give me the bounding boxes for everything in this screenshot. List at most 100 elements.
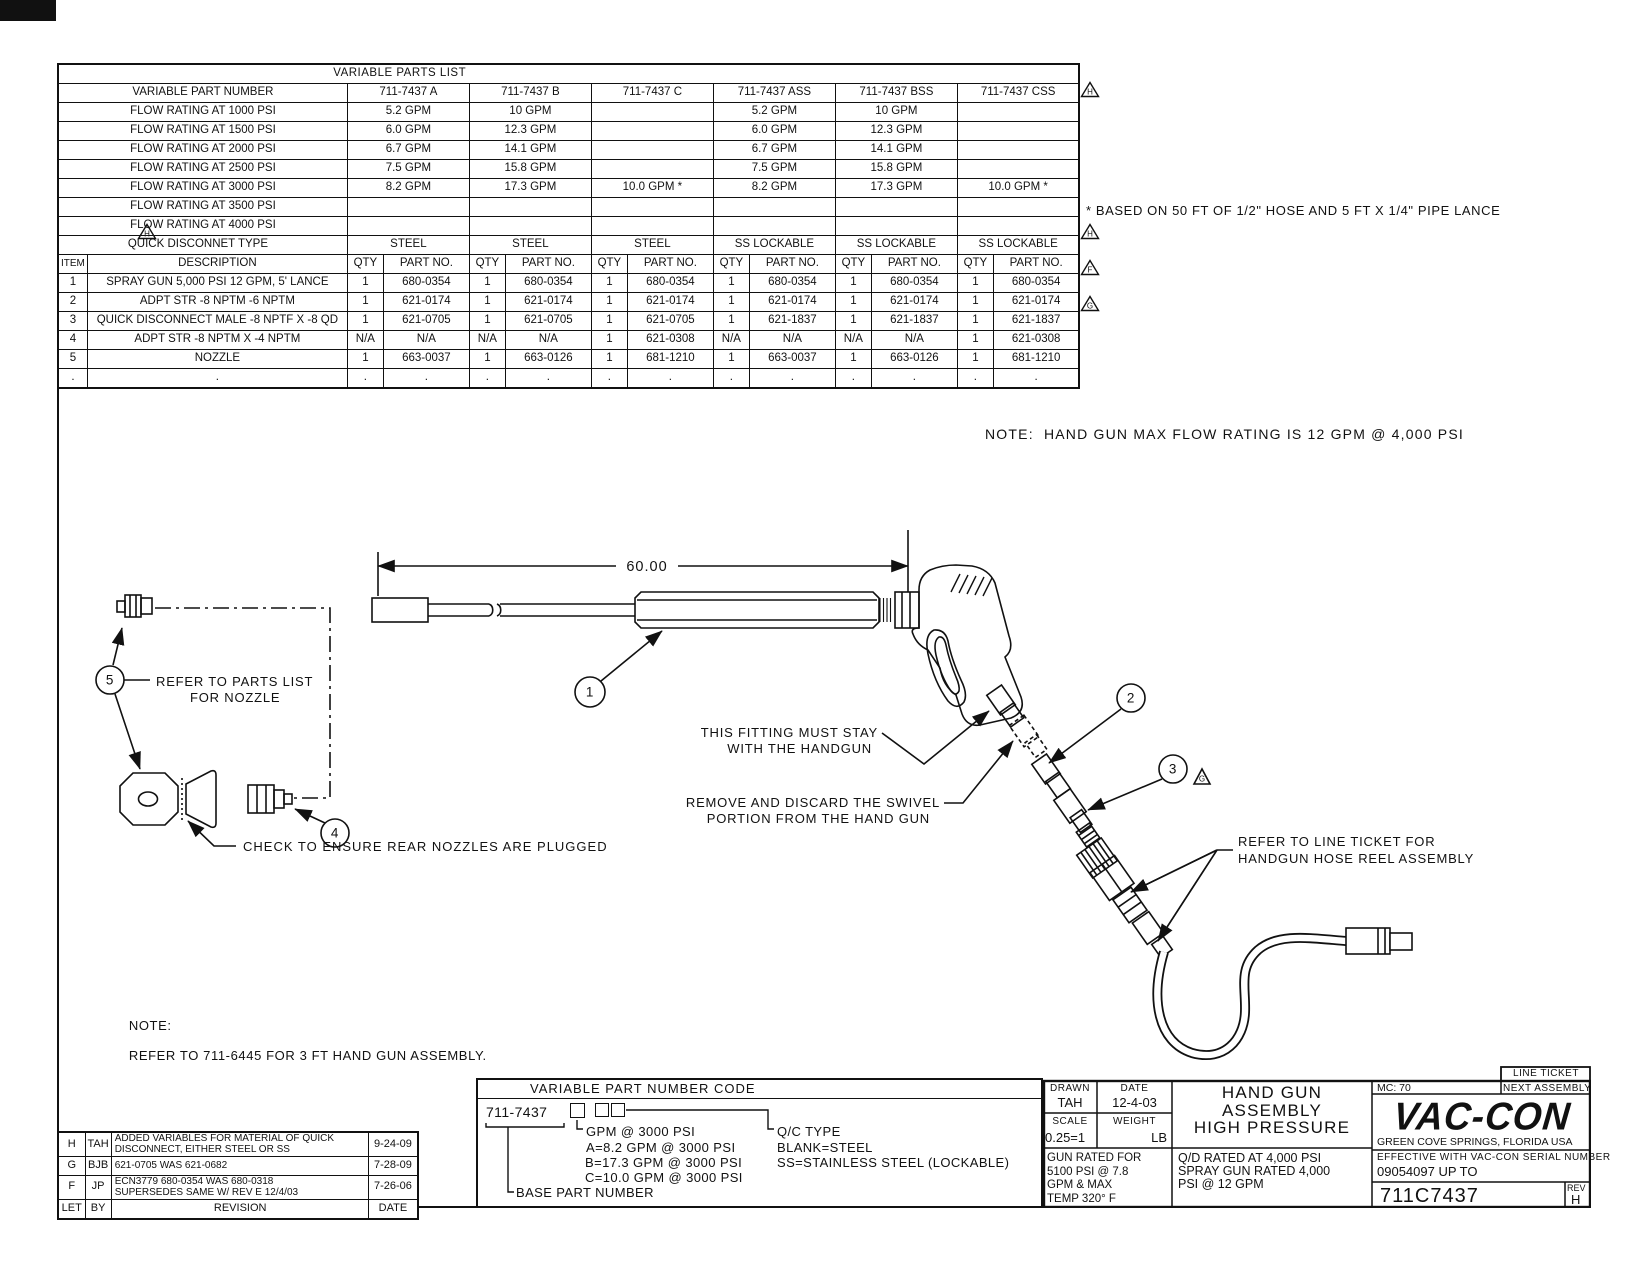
rev-letter: G (57, 1155, 86, 1176)
hand-gun-assembly-note: NOTE: REFER TO 711-6445 FOR 3 FT HAND GU… (112, 1003, 487, 1078)
fitting-stay-line2: WITH THE HANDGUN (727, 741, 872, 756)
part-number-code-box: VARIABLE PART NUMBER CODE 711-7437 GPM @… (476, 1078, 1043, 1208)
title-block-borders (1043, 1066, 1591, 1208)
qc-option-blank: BLANK=STEEL (777, 1140, 873, 1155)
item-part-no: 681-1210 (992, 349, 1080, 369)
weight-label: WEIGHT (1113, 1116, 1156, 1127)
code-box-title: VARIABLE PART NUMBER CODE (478, 1080, 1041, 1099)
qc-label: Q/C TYPE (777, 1124, 841, 1139)
continuation-cell: . (86, 368, 348, 389)
continuation-cell: . (57, 368, 88, 389)
rev-flag-variants-row: H (1080, 81, 1100, 98)
gpm-label: GPM @ 3000 PSI (586, 1124, 696, 1139)
qc-code-box-1 (595, 1103, 609, 1117)
handgun-outlet-fitting (985, 683, 1025, 729)
swivel-line2: PORTION FROM THE HAND GUN (707, 811, 930, 826)
quick-disconnect-male-3 (1052, 787, 1094, 834)
note-title: NOTE: (128, 1018, 172, 1033)
leader-check-plugged (187, 820, 236, 847)
fitting-stay-line1: THIS FITTING MUST STAY (701, 725, 878, 740)
hose-nut (1111, 886, 1149, 924)
continuation-cell: . (870, 368, 958, 389)
gpm-option-b: B=17.3 GPM @ 3000 PSI (585, 1155, 743, 1170)
balloon-4 (320, 818, 350, 848)
adapter-fitting-4 (247, 784, 293, 814)
leader-balloon3 (1087, 778, 1163, 811)
title-block: LINE TICKET MC: 70 NEXT ASSEMBLY DRAWN T… (1043, 1066, 1610, 1208)
max-flow-note: NOTE: HAND GUN MAX FLOW RATING IS 12 GPM… (985, 426, 1464, 442)
next-assembly-cell: NEXT ASSEMBLY (1503, 1082, 1592, 1094)
balloon-1-number: 1 (586, 685, 594, 700)
nozzle-head (119, 769, 217, 829)
balloon-2-number: 2 (1127, 691, 1135, 706)
rev-date: 7-28-09 (367, 1155, 419, 1176)
nozzle-tip-fitting (116, 594, 153, 618)
balloon-3 (1158, 754, 1188, 784)
qc-option-ss: SS=STAINLESS STEEL (LOCKABLE) (777, 1155, 1010, 1170)
drawn-value: TAH (1057, 1095, 1083, 1110)
company-address: GREEN COVE SPRINGS, FLORIDA USA (1377, 1136, 1573, 1148)
leader-balloon5-down (114, 693, 141, 770)
rev-revision-header: REVISION (110, 1198, 369, 1219)
leader-swivel (944, 740, 1014, 804)
scale-value: 0.25=1 (1045, 1130, 1086, 1145)
grip-hatch (950, 573, 993, 597)
rev-label: REV (1567, 1183, 1586, 1193)
scan-corner-artifact (0, 0, 56, 21)
rev-flag-diagram-item3 (1192, 767, 1212, 785)
qd-rating: Q/D RATED AT 4,000 PSI SPRAY GUN RATED 4… (1178, 1151, 1331, 1192)
rev-letter: H (57, 1131, 86, 1157)
note-body: REFER TO 711-6445 FOR 3 FT HAND GUN ASSE… (128, 1048, 487, 1063)
balloon-3-number: 3 (1169, 762, 1177, 777)
lance (371, 591, 920, 629)
leader-balloon4 (294, 808, 326, 824)
dimension-text: 60.00 (626, 559, 667, 575)
item-description: NOZZLE (86, 349, 348, 369)
drawing-title: HAND GUN ASSEMBLY HIGH PRESSURE (1193, 1083, 1351, 1137)
threaded-stub (1075, 821, 1101, 849)
gun-rating: GUN RATED FOR 5100 PSI @ 7.8 GPM & MAX T… (1047, 1152, 1142, 1205)
line-ticket-line2: HANDGUN HOSE REEL ASSEMBLY (1238, 851, 1474, 866)
gpm-option-c: C=10.0 GPM @ 3000 PSI (585, 1170, 743, 1185)
dimension-60 (377, 530, 909, 596)
drawn-label: DRAWN (1050, 1083, 1090, 1094)
drawing-number: 711C7437 (1380, 1185, 1479, 1207)
rev-letter: F (57, 1174, 86, 1200)
code-base-number: 711-7437 (486, 1104, 548, 1120)
leader-line-ticket (1130, 849, 1233, 942)
quick-disconnect-coupler (1075, 836, 1136, 902)
nozzle-ref-line1: REFER TO PARTS LIST (156, 674, 313, 689)
continuation-cell: . (834, 368, 872, 389)
effective-serial-line1: EFFECTIVE WITH VAC-CON SERIAL NUMBER (1377, 1152, 1611, 1163)
svg-text:H: H (144, 230, 150, 239)
balloon-2 (1116, 683, 1146, 713)
hose-end-fitting (1345, 927, 1413, 955)
trigger-guard (926, 629, 967, 708)
continuation-cell: . (712, 368, 750, 389)
continuation-cell: . (468, 368, 506, 389)
continuation-cell: . (992, 368, 1080, 389)
rev-value: H (1571, 1192, 1581, 1207)
leader-balloon5-up (111, 627, 125, 666)
trigger (934, 636, 960, 695)
balloon-1 (574, 676, 606, 708)
rev-by: BJB (84, 1155, 112, 1176)
line-ticket-cell: LINE TICKET (1513, 1068, 1579, 1079)
gpm-option-a: A=8.2 GPM @ 3000 PSI (586, 1140, 736, 1155)
rev-flag-item-1: F (1080, 259, 1100, 276)
leader-balloon2 (1048, 708, 1122, 764)
sheet-left-border (57, 63, 59, 1208)
balloon-4-number: 4 (331, 826, 339, 841)
vac-con-logo: VAC-CON (1391, 1094, 1573, 1138)
effective-serial-line2: 09054097 UP TO (1377, 1164, 1478, 1179)
rev-flag-qd-row-side: H (1080, 223, 1100, 240)
gpm-code-box (570, 1103, 585, 1118)
leader-balloon1 (600, 630, 663, 682)
check-plugged-text: CHECK TO ENSURE REAR NOZZLES ARE PLUGGED (243, 839, 608, 854)
